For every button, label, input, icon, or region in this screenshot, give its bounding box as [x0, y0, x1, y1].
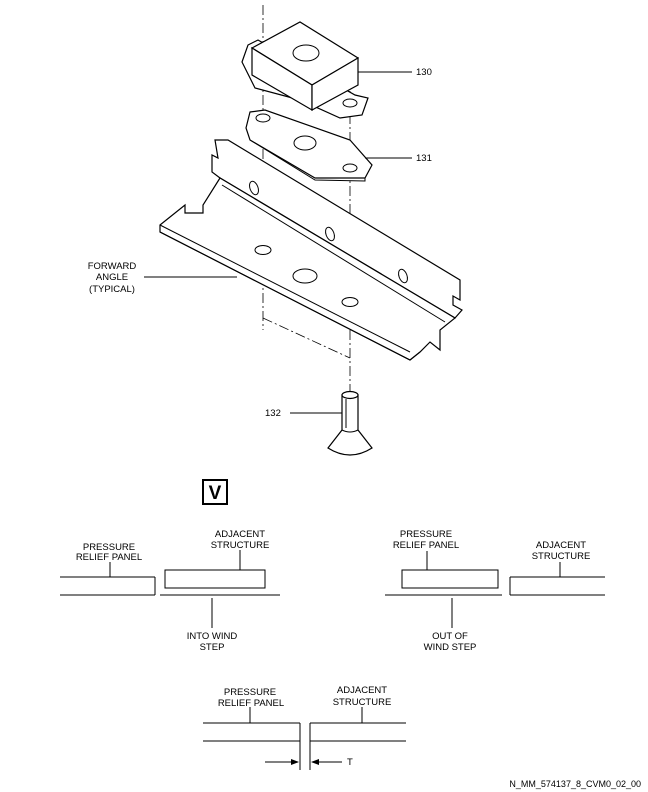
centerline-diagonal — [262, 317, 351, 359]
gap-label-t: T — [347, 757, 353, 768]
left-panel-line2: RELIEF PANEL — [76, 552, 142, 563]
shim-plate — [245, 109, 373, 182]
right-panel-line1: PRESSURE — [400, 529, 452, 540]
bottom-adjacent-line2: STRUCTURE — [333, 697, 392, 708]
bottom-adjacent-line1: ADJACENT — [337, 685, 387, 696]
right-step-line1: OUT OF — [432, 631, 468, 642]
left-step-line1: INTO WIND — [187, 631, 238, 642]
right-panel-line2: RELIEF PANEL — [393, 540, 459, 551]
bottom-panel-line2: RELIEF PANEL — [218, 698, 284, 709]
detail-gap: PRESSURE RELIEF PANEL ADJACENT STRUCTURE… — [203, 685, 406, 770]
callout-angle-line3: (TYPICAL) — [89, 284, 135, 295]
callout-angle-line1: FORWARD — [88, 261, 137, 272]
left-adjacent-line2: STRUCTURE — [211, 540, 270, 551]
left-adjacent-line1: ADJACENT — [215, 529, 265, 540]
view-label: V — [209, 483, 222, 504]
right-adjacent-line2: STRUCTURE — [532, 551, 591, 562]
view-label-box: V — [202, 479, 228, 505]
bracket-block — [241, 21, 369, 119]
callout-angle-line2: ANGLE — [96, 272, 128, 283]
detail-into-wind-step: PRESSURE RELIEF PANEL ADJACENT STRUCTURE… — [60, 529, 280, 653]
bottom-panel-line1: PRESSURE — [224, 687, 276, 698]
bolt — [327, 390, 373, 456]
callout-130: 130 — [416, 67, 432, 78]
callout-131: 131 — [416, 153, 432, 164]
right-adjacent-line1: ADJACENT — [536, 540, 586, 551]
detail-out-of-wind-step: PRESSURE RELIEF PANEL ADJACENT STRUCTURE… — [385, 529, 605, 653]
left-step-line2: STEP — [200, 642, 225, 653]
figure-id: N_MM_574137_8_CVM0_02_00 — [509, 779, 641, 789]
right-step-line2: WIND STEP — [424, 642, 477, 653]
callout-132: 132 — [265, 408, 281, 419]
forward-angle — [159, 139, 463, 361]
left-panel-line1: PRESSURE — [83, 542, 135, 553]
